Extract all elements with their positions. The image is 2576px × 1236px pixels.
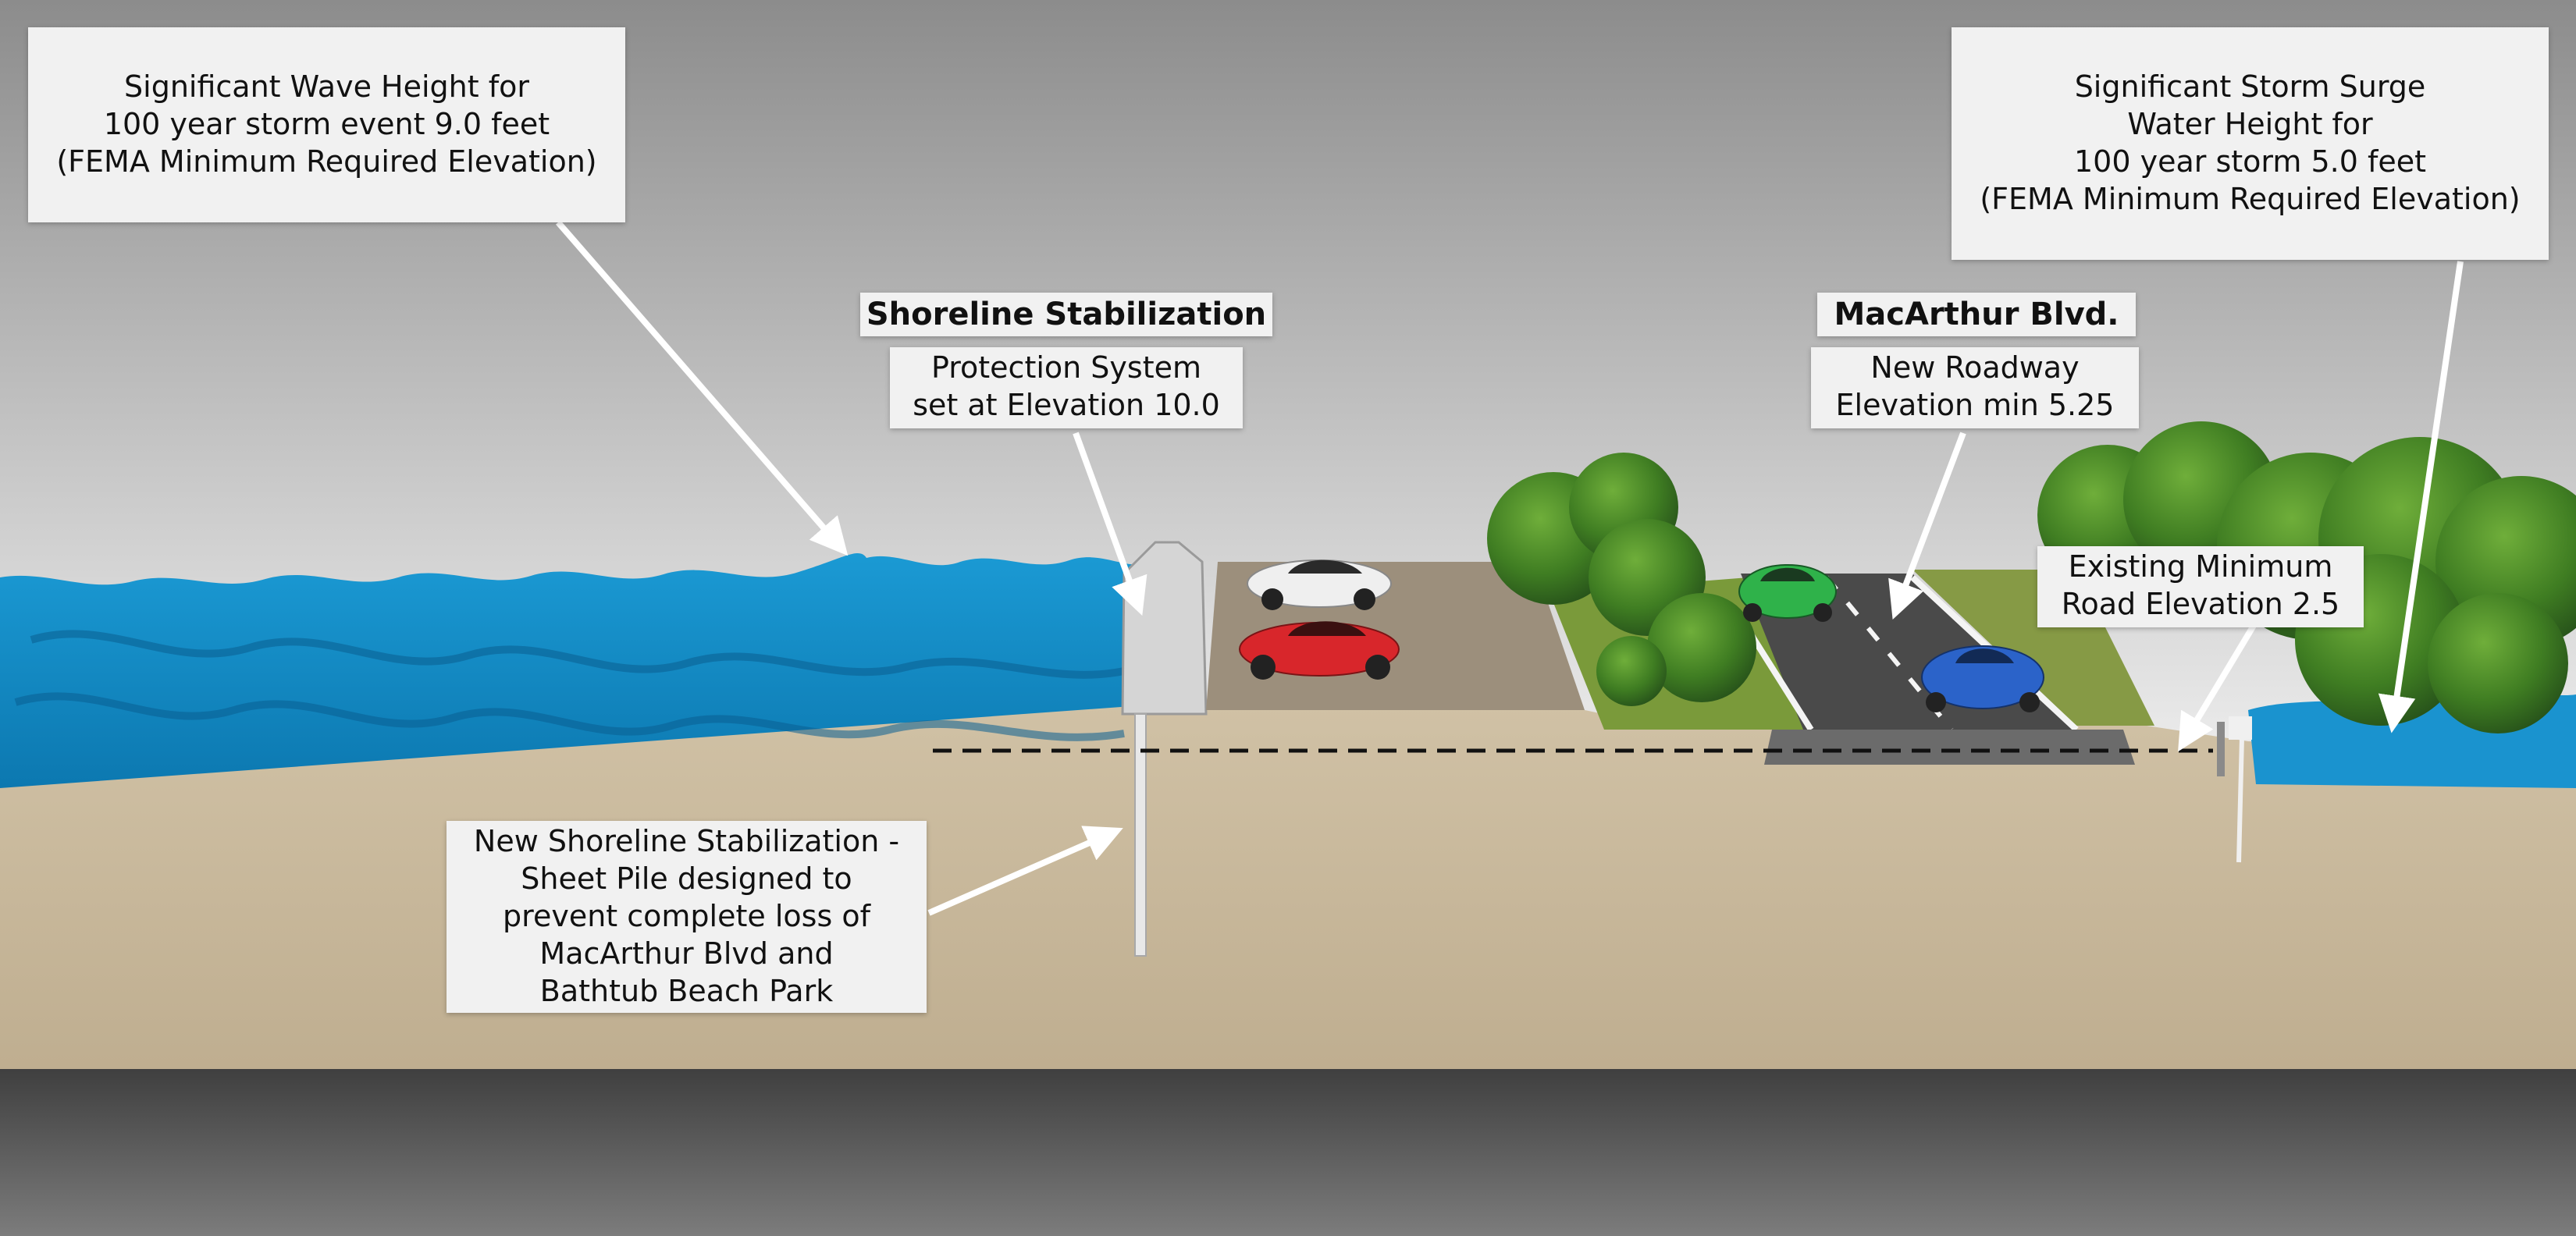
wave-height-callout: Significant Wave Height for 100 year sto… [28, 27, 625, 222]
storm-surge-callout: Significant Storm Surge Water Height for… [1952, 27, 2549, 260]
existing-road-line-1: Existing Minimum [2068, 549, 2333, 584]
storm-surge-line-1: Significant Storm Surge [2074, 69, 2426, 104]
wave-height-line-3: (FEMA Minimum Required Elevation) [56, 144, 597, 179]
arrow-sheet-pile [927, 826, 1123, 916]
macarthur-line-1: New Roadway [1870, 350, 2080, 385]
car-red [1239, 621, 1400, 680]
sheet-pile-line-4: MacArthur Blvd and [539, 936, 834, 971]
macarthur-title: MacArthur Blvd. [1817, 293, 2136, 336]
wave-height-line-1: Significant Wave Height for [124, 69, 529, 104]
leader-arrows [555, 220, 2464, 916]
sheet-pile [1134, 713, 1147, 957]
arrow-macarthur [1888, 432, 1966, 620]
shoreline-callout: Protection System set at Elevation 10.0 [890, 347, 1243, 428]
arrow-existing-road [2178, 622, 2258, 752]
storm-surge-line-2: Water Height for [2127, 107, 2373, 141]
marker-post [2217, 722, 2225, 776]
ocean-waves [0, 553, 1147, 788]
car-green [1738, 564, 1837, 622]
car-blue [1921, 645, 2044, 712]
marker-post-cap [2229, 716, 2252, 740]
arrow-storm-surge [2378, 261, 2464, 733]
base-band [0, 1065, 2576, 1236]
sheet-pile-callout: New Shoreline Stabilization - Sheet Pile… [447, 821, 927, 1013]
shoreline-line-2: set at Elevation 10.0 [913, 388, 1220, 422]
road-slab [1764, 730, 2135, 765]
shoreline-title: Shoreline Stabilization [860, 293, 1272, 336]
sheet-pile-line-5: Bathtub Beach Park [539, 974, 834, 1008]
marker-post-pole [2236, 737, 2244, 863]
arrow-wave-height [555, 220, 849, 556]
arrow-shoreline [1073, 432, 1147, 616]
shoreline-line-1: Protection System [930, 350, 1202, 385]
sheet-pile-line-2: Sheet Pile designed to [521, 861, 852, 896]
sand-soil-layer [0, 706, 2576, 1069]
wave-crests [14, 630, 1125, 741]
existing-road-callout: Existing Minimum Road Elevation 2.5 [2037, 546, 2364, 627]
storm-surge-line-3: 100 year storm 5.0 feet [2073, 144, 2426, 179]
sheet-pile-line-3: prevent complete loss of [503, 899, 870, 933]
tree-cluster-middle [1487, 453, 1756, 706]
seawall [1121, 541, 1208, 716]
car-white [1247, 559, 1392, 610]
storm-surge-line-4: (FEMA Minimum Required Elevation) [1980, 182, 2521, 216]
macarthur-line-2: Elevation min 5.25 [1835, 388, 2115, 422]
existing-road-line-2: Road Elevation 2.5 [2061, 587, 2340, 621]
sheet-pile-line-1: New Shoreline Stabilization - [473, 824, 900, 858]
macarthur-callout: New Roadway Elevation min 5.25 [1811, 347, 2139, 428]
wave-height-line-2: 100 year storm event 9.0 feet [103, 107, 550, 141]
